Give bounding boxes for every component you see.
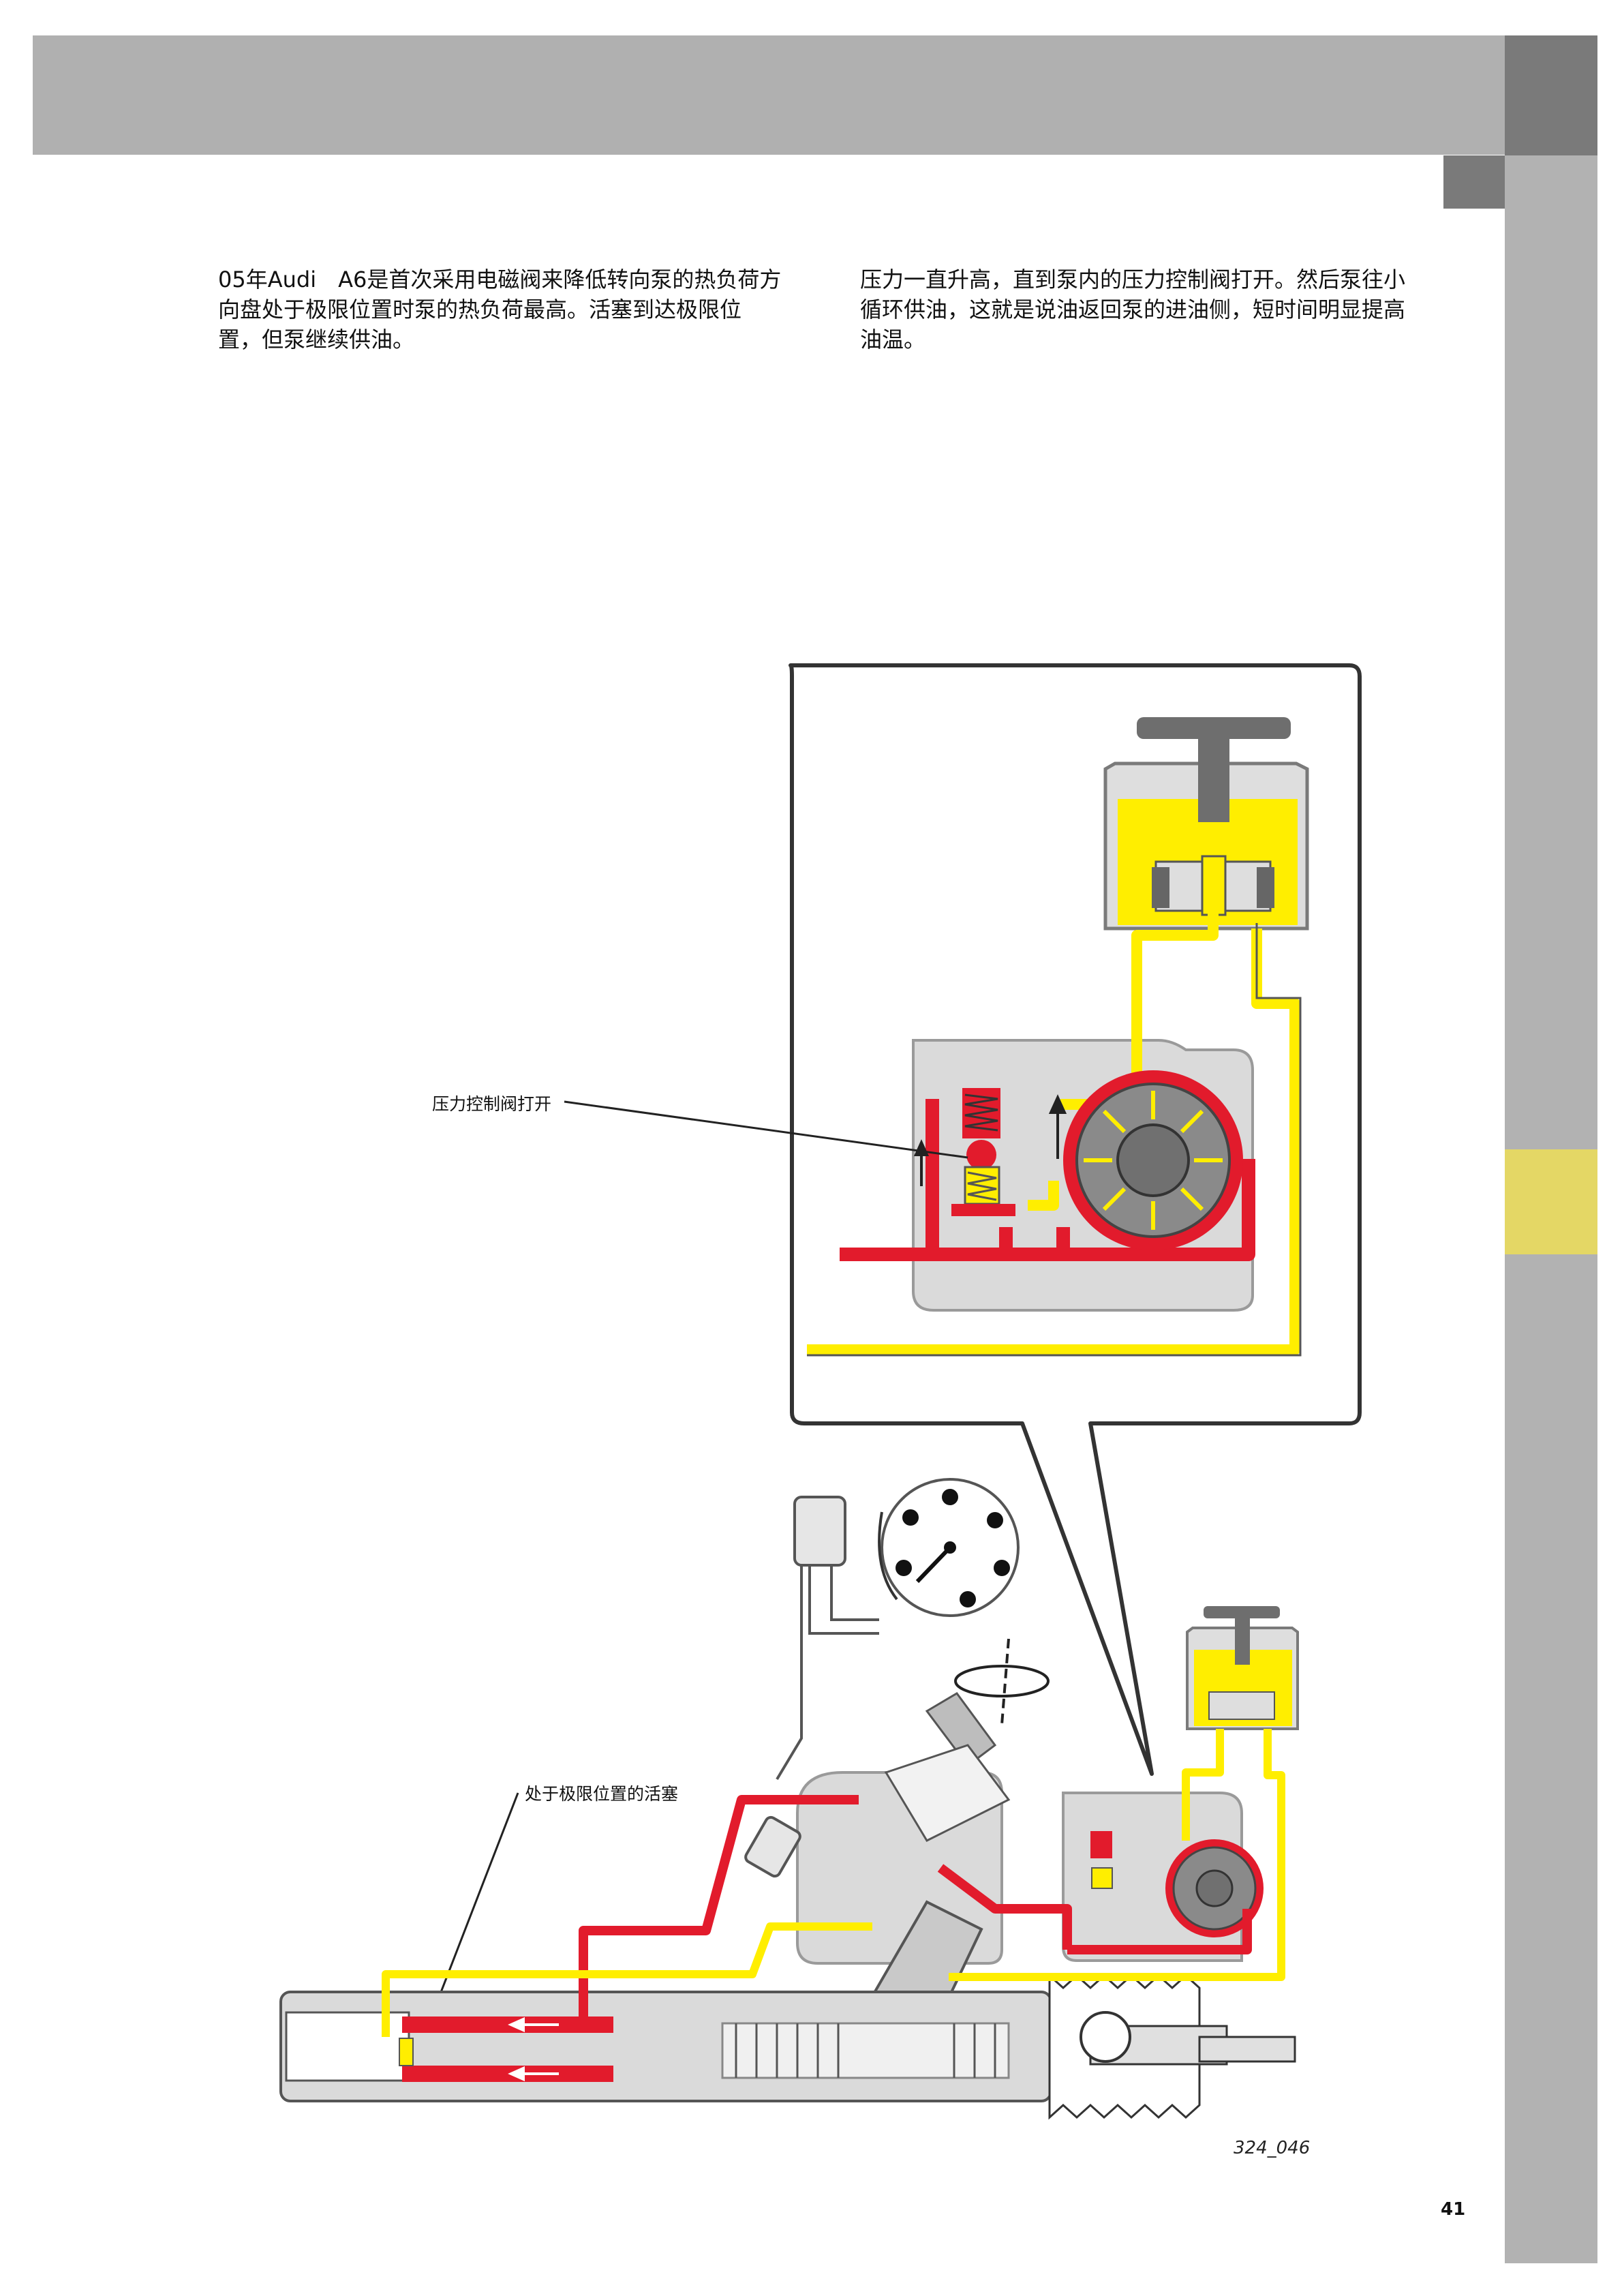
pump-housing-small — [1062, 1792, 1264, 1962]
yellow-lines-small — [382, 1729, 1285, 2037]
yellow-lines-large-outline — [807, 923, 1302, 1357]
corner-small-block — [1443, 155, 1505, 209]
chapter-tab — [1505, 1149, 1597, 1254]
text-column-right: 压力一直升高，直到泵内的压力控制阀打开。然后泵往小循环供油，这就是说油返回泵的进… — [860, 265, 1426, 354]
reservoir-large — [1103, 717, 1309, 931]
paragraph-right: 压力一直升高，直到泵内的压力控制阀打开。然后泵往小循环供油，这就是说油返回泵的进… — [860, 267, 1406, 352]
red-lines-large — [840, 1099, 1255, 1261]
steering-angle-sensor — [776, 1478, 1020, 1781]
rack-flow-arrows — [508, 2016, 559, 2082]
label-valve-open: 压力控制阀打开 — [432, 1094, 552, 1114]
reservoir-small — [1186, 1606, 1299, 1730]
pressure-control-valve — [951, 1088, 1015, 1216]
header-band — [33, 35, 1505, 155]
text-column-left: 05年Audi A6是首次采用电磁阀来降低转向泵的热负荷方向盘处于极限位置时泵的… — [218, 265, 784, 354]
steering-rack — [279, 1973, 1296, 2120]
pump-rotor-large — [1063, 1070, 1243, 1250]
red-lines-small — [579, 1795, 1252, 2016]
corner-block — [1505, 35, 1597, 155]
paragraph-left: 05年Audi A6是首次采用电磁阀来降低转向泵的热负荷方向盘处于极限位置时泵的… — [218, 267, 782, 352]
flow-arrows-large — [913, 1094, 1067, 1186]
rotation-icon — [954, 1638, 1050, 1725]
page-number: 41 — [1441, 2199, 1466, 2220]
figure-id: 324_046 — [1234, 2138, 1311, 2158]
label-piston-end: 处于极限位置的活塞 — [525, 1784, 679, 1804]
